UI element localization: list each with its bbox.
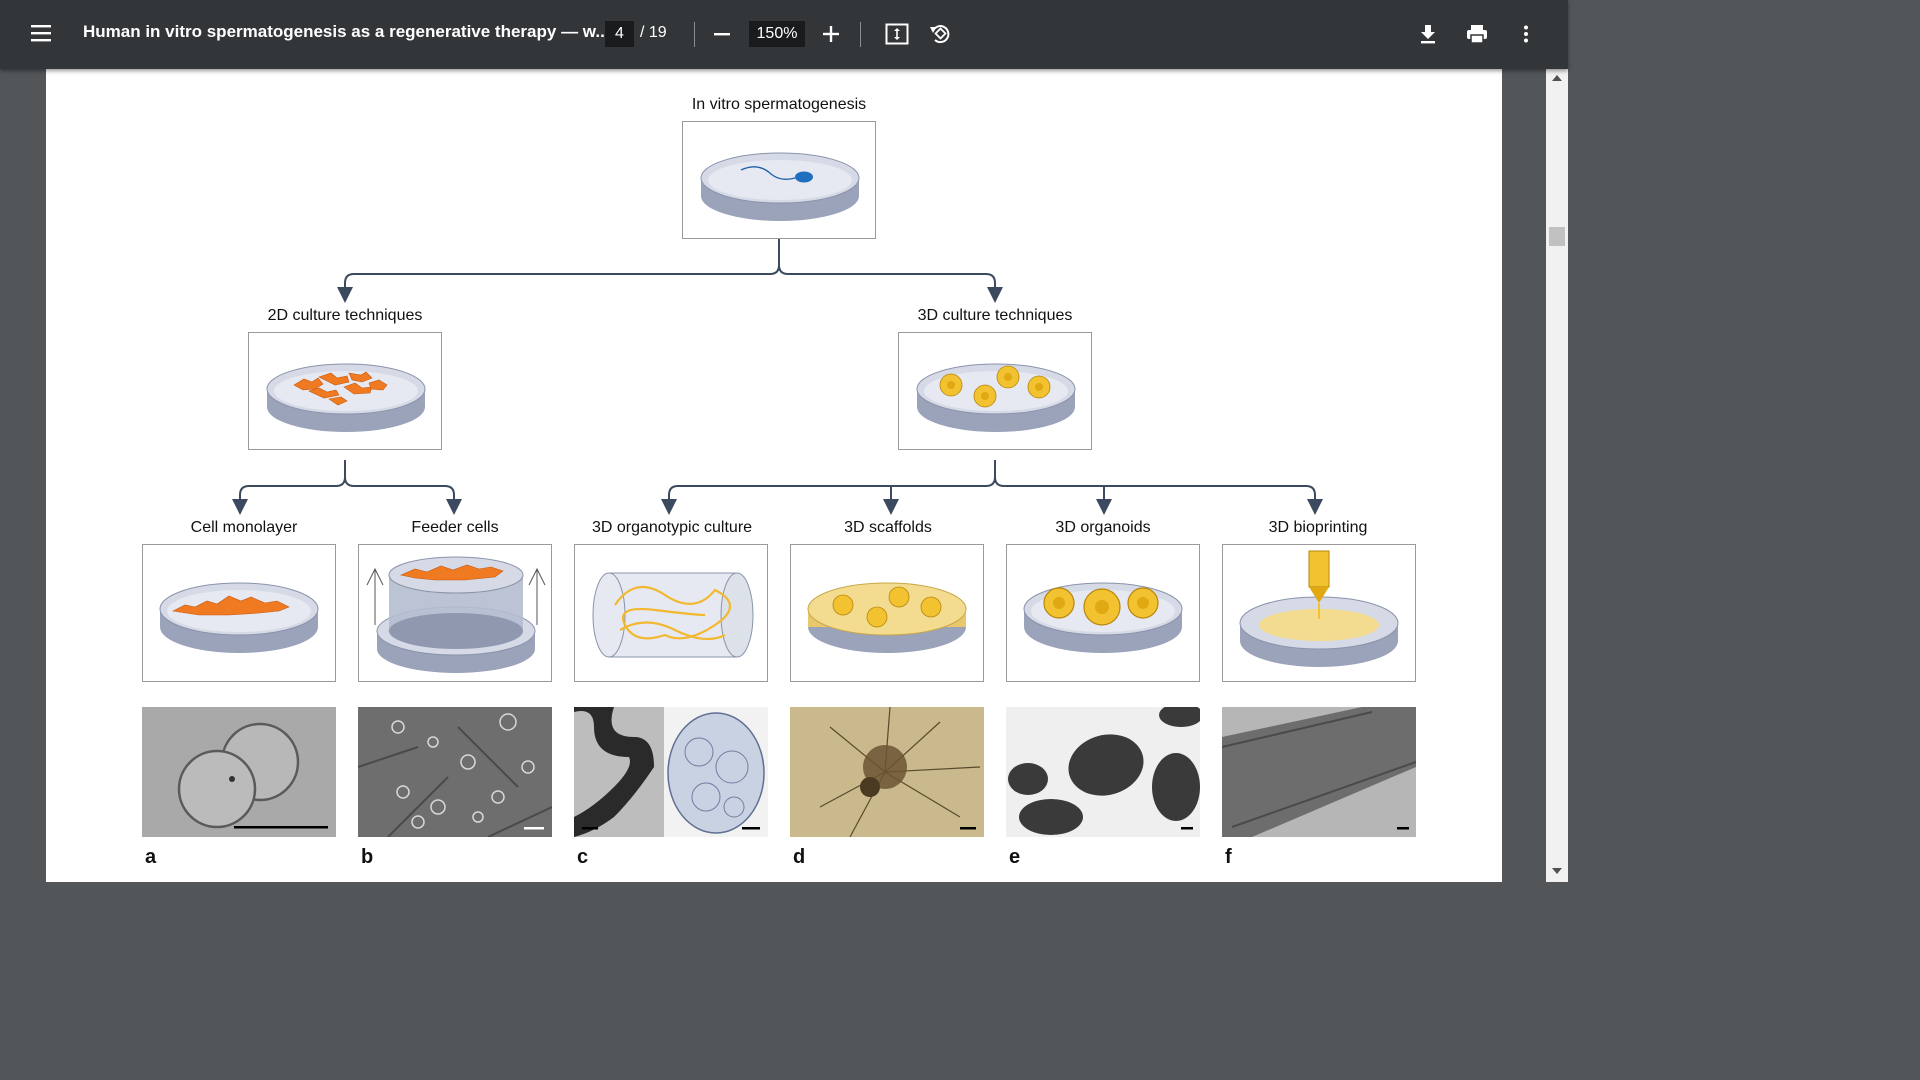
scaffolds-illustration (807, 582, 967, 653)
bioprinting-illustration (1239, 550, 1399, 667)
micrograph-f (1222, 707, 1416, 837)
panel-letter-d: d (793, 846, 806, 868)
scrollbar-thumb[interactable] (1549, 227, 1565, 246)
panel-letter-c: c (577, 846, 589, 868)
fit-page-icon[interactable] (885, 23, 909, 45)
scaffolds-box (790, 544, 984, 682)
3d-label: 3D culture techniques (917, 307, 1073, 324)
document-title: Human in vitro spermatogenesis as a rege… (83, 22, 610, 41)
2d-culture-box (248, 332, 442, 450)
2d-culture-illustration (266, 363, 426, 432)
scroll-up-icon[interactable] (1552, 75, 1562, 81)
micrograph-f-image (1222, 707, 1416, 837)
download-icon[interactable] (1419, 24, 1437, 44)
feeder-illustration (366, 556, 546, 673)
micrograph-c-image (574, 707, 768, 837)
menu-icon[interactable] (30, 24, 52, 42)
zoom-level-input[interactable]: 150% (749, 21, 805, 47)
micrograph-e-image (1006, 707, 1200, 837)
root-illustration-box (682, 121, 876, 239)
page-total: / 19 (640, 24, 667, 41)
leaf-label-organoids: 3D organoids (1055, 519, 1151, 536)
toolbar-divider (860, 22, 861, 47)
monolayer-illustration (159, 582, 319, 653)
panel-letter-f: f (1225, 846, 1232, 868)
micrograph-b-image (358, 707, 552, 837)
feeder-cells-box (358, 544, 552, 682)
organoids-box (1006, 544, 1200, 682)
zoom-out-icon[interactable] (713, 33, 731, 37)
bioprinting-box (1222, 544, 1416, 682)
root-label: In vitro spermatogenesis (691, 96, 867, 113)
page-number-input[interactable]: 4 (605, 21, 634, 47)
sperm-dish-illustration (700, 152, 860, 221)
leaf-label-feeder-cells: Feeder cells (411, 519, 499, 536)
micrograph-d (790, 707, 984, 837)
micrograph-a-image (142, 707, 336, 837)
rotate-icon[interactable] (928, 22, 952, 46)
panel-letter-b: b (361, 846, 374, 868)
scroll-down-icon[interactable] (1552, 868, 1562, 874)
organotypic-box (574, 544, 768, 682)
2d-label: 2D culture techniques (267, 307, 423, 324)
print-icon[interactable] (1466, 24, 1488, 44)
zoom-in-icon[interactable] (822, 25, 840, 43)
micrograph-b (358, 707, 552, 837)
panel-letter-e: e (1009, 846, 1021, 868)
micrograph-c (574, 707, 768, 837)
micrograph-d-image (790, 707, 984, 837)
leaf-label-bioprinting: 3D bioprinting (1268, 519, 1368, 536)
more-vert-icon[interactable] (1522, 25, 1530, 43)
vertical-scrollbar[interactable] (1546, 69, 1568, 882)
organotypic-illustration (592, 572, 754, 658)
micrograph-e (1006, 707, 1200, 837)
leaf-label-cell-monolayer: Cell monolayer (190, 519, 298, 536)
organoids-illustration (1023, 582, 1183, 653)
leaf-label-scaffolds: 3D scaffolds (844, 519, 932, 536)
leaf-label-organotypic: 3D organotypic culture (591, 519, 753, 536)
toolbar-divider (694, 22, 695, 47)
3d-culture-box (898, 332, 1092, 450)
panel-letter-a: a (145, 846, 157, 868)
tree-connectors (232, 239, 1323, 515)
pdf-toolbar: Human in vitro spermatogenesis as a rege… (0, 0, 1568, 69)
3d-culture-illustration (916, 363, 1076, 432)
micrograph-a (142, 707, 336, 837)
pdf-page: In vitro spermatogenesis 2D culture tech… (46, 69, 1502, 882)
cell-monolayer-box (142, 544, 336, 682)
